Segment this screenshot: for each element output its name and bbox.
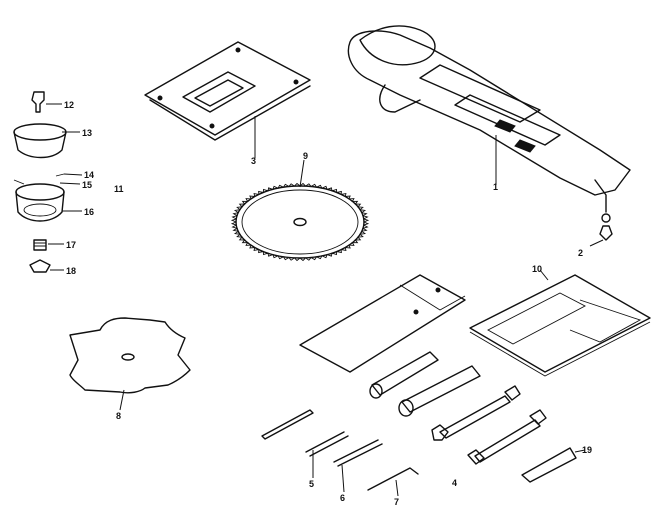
label-19: 19 — [582, 445, 592, 455]
label-11: 11 — [114, 184, 124, 194]
guard-plate-part — [144, 41, 311, 141]
label-3: 3 — [251, 156, 256, 166]
harness-part — [347, 25, 631, 241]
cutting-blade-part — [69, 317, 191, 394]
label-16: 16 — [84, 207, 94, 217]
label-12: 12 — [64, 100, 74, 110]
label-9: 9 — [303, 151, 308, 161]
tool-bag-part — [299, 274, 466, 373]
label-15: 15 — [82, 180, 92, 190]
label-2: 2 — [578, 248, 583, 258]
label-18: 18 — [66, 266, 76, 276]
label-10: 10 — [532, 264, 542, 274]
saw-blade-teeth — [230, 182, 370, 262]
label-8: 8 — [116, 411, 121, 421]
manual-part — [469, 274, 651, 377]
tools-part — [261, 351, 577, 491]
label-1: 1 — [493, 182, 498, 192]
label-13: 13 — [82, 128, 92, 138]
label-7: 7 — [394, 497, 399, 507]
label-14: 14 — [84, 170, 94, 180]
label-17: 17 — [66, 240, 76, 250]
part-labels: 12 13 14 15 11 16 17 18 1 2 10 19 3 9 8 … — [64, 100, 592, 507]
hub-assembly-part — [13, 91, 67, 273]
label-6: 6 — [340, 493, 345, 503]
label-5: 5 — [309, 479, 314, 489]
label-4: 4 — [452, 478, 457, 488]
leader-lines — [46, 103, 604, 497]
